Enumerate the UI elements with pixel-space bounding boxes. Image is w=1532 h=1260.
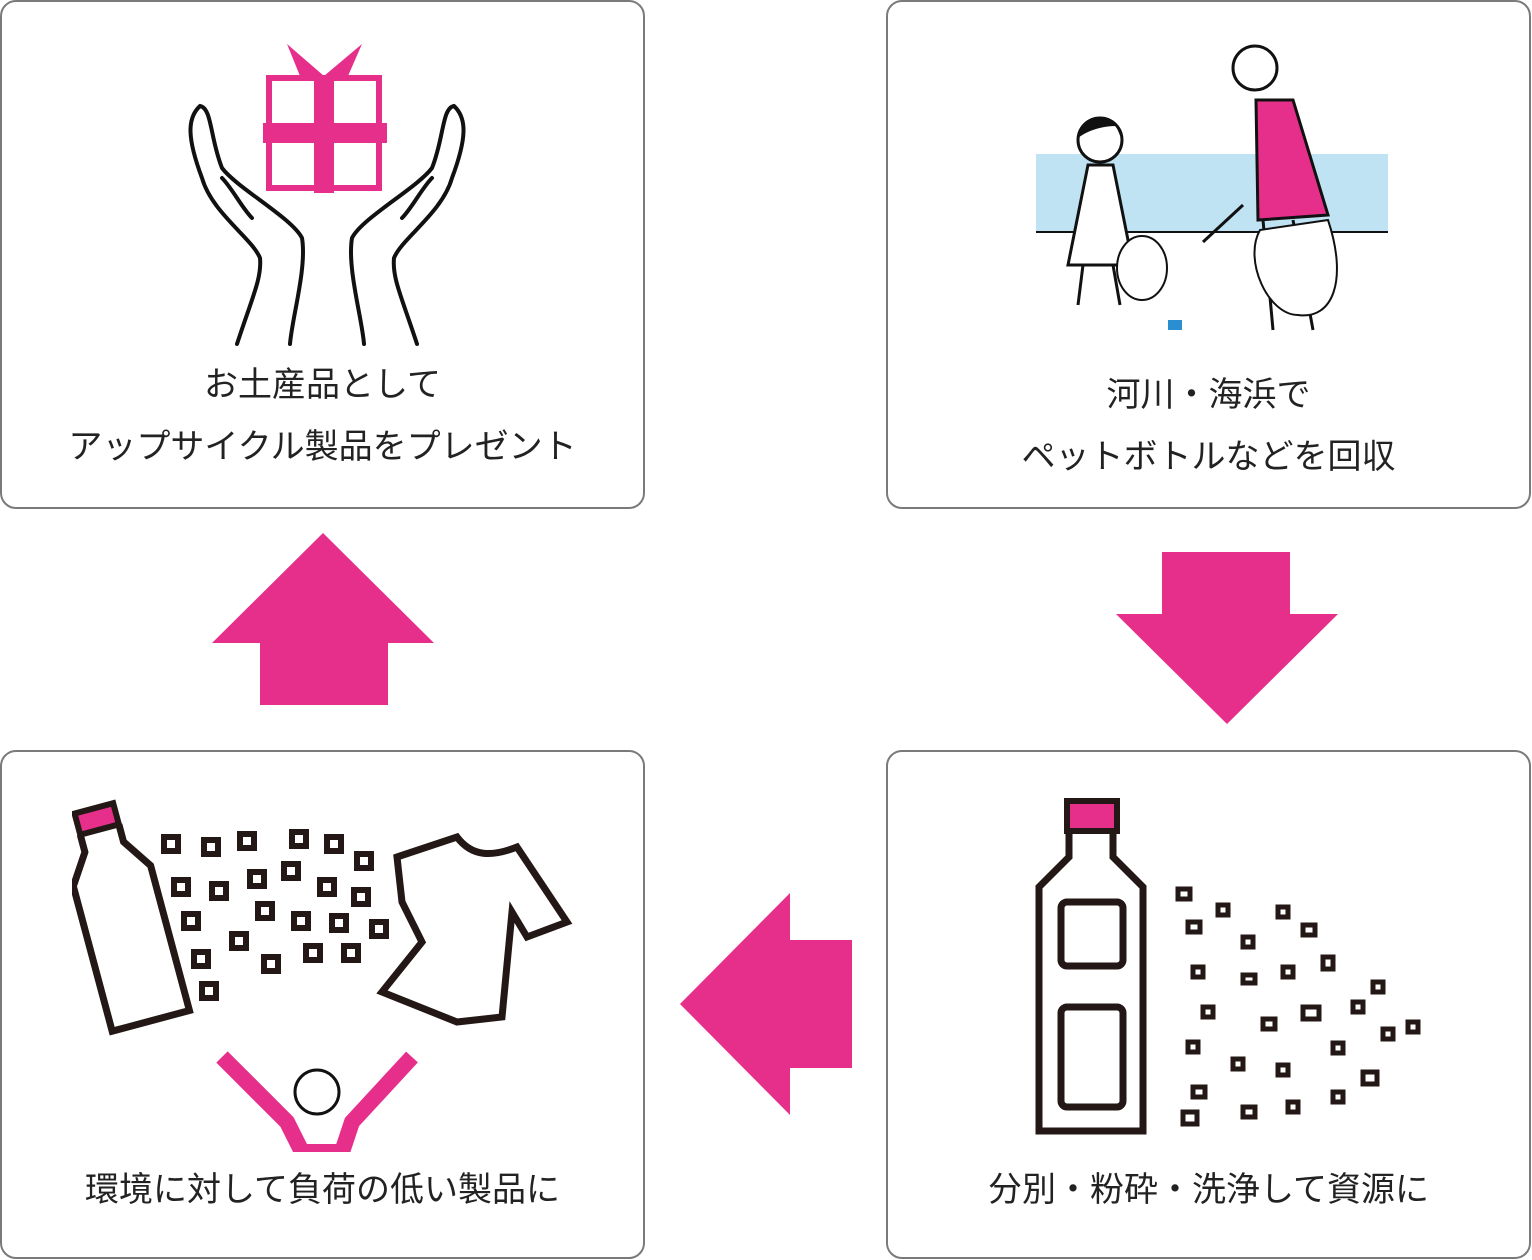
step-caption-line: 河川・海浜で — [1106, 375, 1311, 415]
step-card-product: 環境に対して負荷の低い製品に — [0, 750, 645, 1259]
beach-cleanup-illustration — [1036, 44, 1388, 331]
step-caption-line: お土産品として — [204, 365, 441, 405]
arrow-down-icon — [1116, 552, 1338, 724]
step-caption-line: アップサイクル製品をプレゼント — [68, 427, 577, 467]
step-card-process: 分別・粉砕・洗浄して資源に — [886, 750, 1531, 1259]
step-card-collect: 河川・海浜で ペットボトルなどを回収 — [886, 0, 1531, 509]
step-caption-line: 環境に対して負荷の低い製品に — [85, 1170, 560, 1210]
step-caption-line: ペットボトルなどを回収 — [1021, 437, 1396, 477]
hands-gift-icon — [188, 44, 466, 346]
arrow-left-icon — [680, 893, 852, 1115]
step-caption-line: 分別・粉砕・洗浄して資源に — [988, 1170, 1429, 1210]
arrow-up-icon — [212, 533, 434, 705]
bottle-crushing-illustration — [1035, 798, 1421, 1135]
bottle-to-shirt-illustration — [72, 799, 573, 1152]
step-card-gift: お土産品として アップサイクル製品をプレゼント — [0, 0, 645, 509]
